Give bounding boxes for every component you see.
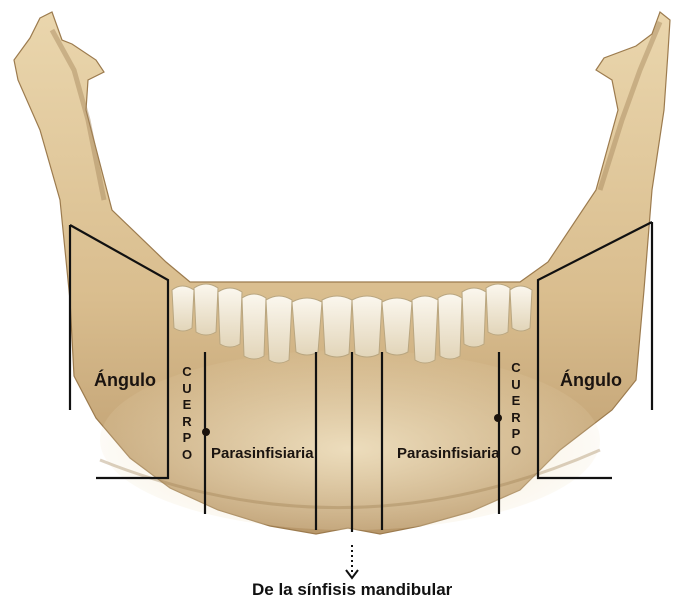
cuerpo-left-letter-2: U bbox=[180, 381, 194, 398]
cuerpo-left-letter-1: C bbox=[180, 364, 194, 381]
mental-foramen-right bbox=[494, 414, 502, 422]
cuerpo-left-letter-6: O bbox=[180, 447, 194, 464]
parasinfisiaria-right-label: Parasinfisiaria bbox=[397, 445, 500, 462]
cuerpo-left-letter-3: E bbox=[180, 397, 194, 414]
cuerpo-right-letter-6: O bbox=[509, 443, 523, 460]
sinfisis-arrow bbox=[346, 545, 358, 578]
cuerpo-right-letter-1: C bbox=[509, 360, 523, 377]
sinfisis-caption: De la sínfisis mandibular bbox=[252, 580, 452, 600]
parasinfisiaria-left-label: Parasinfisiaria bbox=[211, 445, 314, 462]
cuerpo-left-letter-5: P bbox=[180, 430, 194, 447]
cuerpo-left-letter-4: R bbox=[180, 414, 194, 431]
cuerpo-right-letter-5: P bbox=[509, 426, 523, 443]
cuerpo-right-letter-2: U bbox=[509, 377, 523, 394]
mental-foramen-left bbox=[202, 428, 210, 436]
angulo-right-label: Ángulo bbox=[560, 370, 622, 391]
cuerpo-right-letter-3: E bbox=[509, 393, 523, 410]
cuerpo-right-letter-4: R bbox=[509, 410, 523, 427]
angulo-left-label: Ángulo bbox=[94, 370, 156, 391]
